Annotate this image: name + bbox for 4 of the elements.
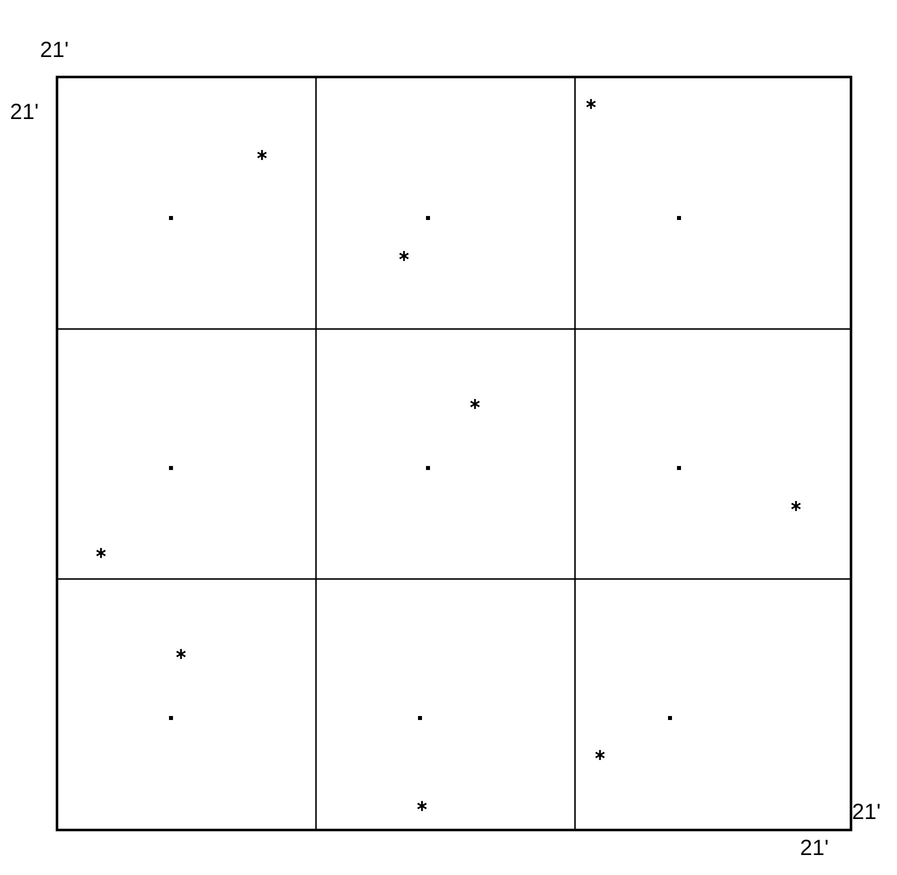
dimension-label: 21' (852, 800, 881, 824)
dimension-label: 21' (40, 38, 69, 62)
dimension-label: 21' (800, 836, 829, 860)
dimension-label: 21' (10, 100, 39, 124)
